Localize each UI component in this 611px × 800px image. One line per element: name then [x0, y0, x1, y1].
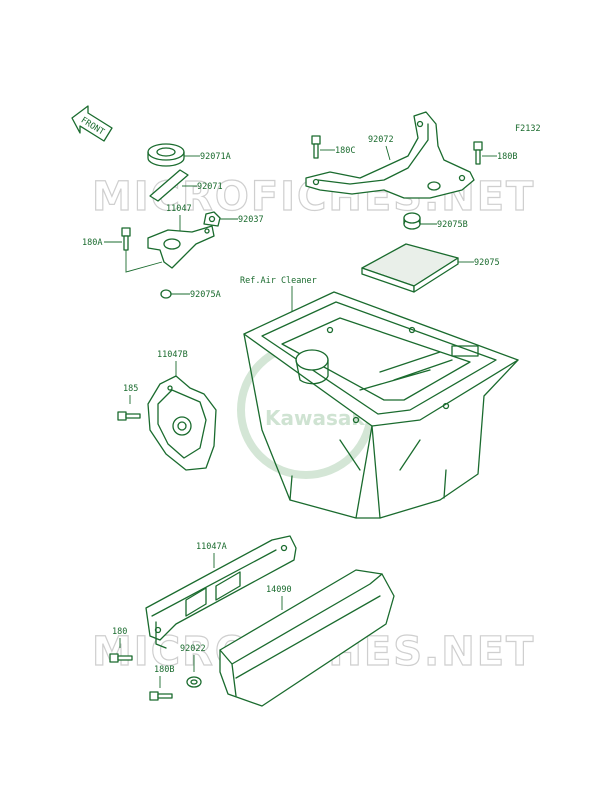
label-92022: 92022	[180, 644, 206, 654]
label-180A: 180A	[82, 238, 102, 248]
label-180B-top: 180B	[497, 152, 517, 162]
label-92075B: 92075B	[437, 220, 468, 230]
part-92075-pad	[361, 243, 459, 293]
part-180-bolt	[109, 653, 133, 663]
reference-note: Ref.Air Cleaner	[240, 276, 317, 286]
label-92071: 92071	[197, 182, 223, 192]
label-14090: 14090	[266, 585, 292, 595]
label-11047: 11047	[166, 204, 192, 214]
part-92072-bracket	[305, 111, 475, 199]
label-180: 180	[112, 627, 127, 637]
part-14090-cover	[219, 569, 395, 707]
part-11047-bracket	[147, 225, 215, 269]
part-92022-washer	[186, 676, 202, 688]
label-185: 185	[123, 384, 138, 394]
label-180C: 180C	[335, 146, 355, 156]
part-92075A-nut	[160, 289, 172, 299]
label-11047B: 11047B	[157, 350, 188, 360]
label-92075: 92075	[474, 258, 500, 268]
part-11047A-bracket	[145, 535, 297, 649]
part-180B-bolt-bottom	[149, 691, 173, 701]
part-92071A-grommet	[147, 143, 185, 167]
part-185-bolt	[117, 411, 141, 421]
label-180B-bottom: 180B	[154, 665, 174, 675]
front-arrow-icon: FRONT	[71, 105, 113, 142]
label-11047A: 11047A	[196, 542, 227, 552]
label-92072: 92072	[368, 135, 394, 145]
part-battery-case	[243, 291, 519, 519]
part-180C-bolt	[311, 135, 321, 159]
part-180B-bolt-top	[473, 141, 483, 165]
figure-code: F2132	[515, 124, 541, 134]
label-92075A: 92075A	[190, 290, 221, 300]
part-180A-bolt	[121, 227, 131, 251]
label-92037: 92037	[238, 215, 264, 225]
label-92071A: 92071A	[200, 152, 231, 162]
part-92037-clamp	[203, 211, 221, 227]
part-11047B-bracket	[147, 375, 217, 471]
part-92071-strip	[149, 169, 189, 202]
part-92075B-damper	[403, 212, 421, 230]
